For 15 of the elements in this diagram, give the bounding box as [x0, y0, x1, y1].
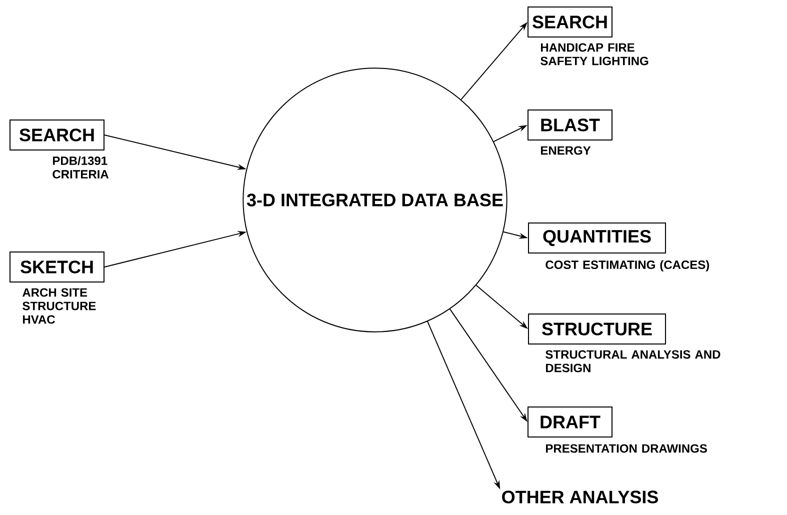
module-box: QUANTITIES — [528, 222, 666, 254]
module-box: DRAFT — [528, 406, 612, 438]
module-box: SEARCH — [10, 120, 104, 150]
module-box: SEARCH — [528, 6, 612, 38]
caption-text: ARCH SITE STRUCTURE HVAC — [22, 288, 96, 324]
module-box: BLAST — [528, 110, 612, 140]
caption-text: ENERGY — [541, 146, 591, 155]
caption-text: STRUCTURAL ANALYSIS AND DESIGN — [546, 350, 720, 372]
caption-text: COST ESTIMATING (CACES) — [546, 260, 710, 272]
output-label: OTHER ANALYSIS — [502, 490, 658, 504]
module-box: STRUCTURE — [528, 314, 666, 344]
module-box: SKETCH — [10, 252, 104, 282]
caption-text: PDB/1391 CRITERIA — [52, 156, 109, 178]
caption-text: PRESENTATION DRAWINGS — [546, 444, 707, 453]
caption-text: HANDICAP FIRE SAFETY LIGHTING — [540, 43, 648, 66]
